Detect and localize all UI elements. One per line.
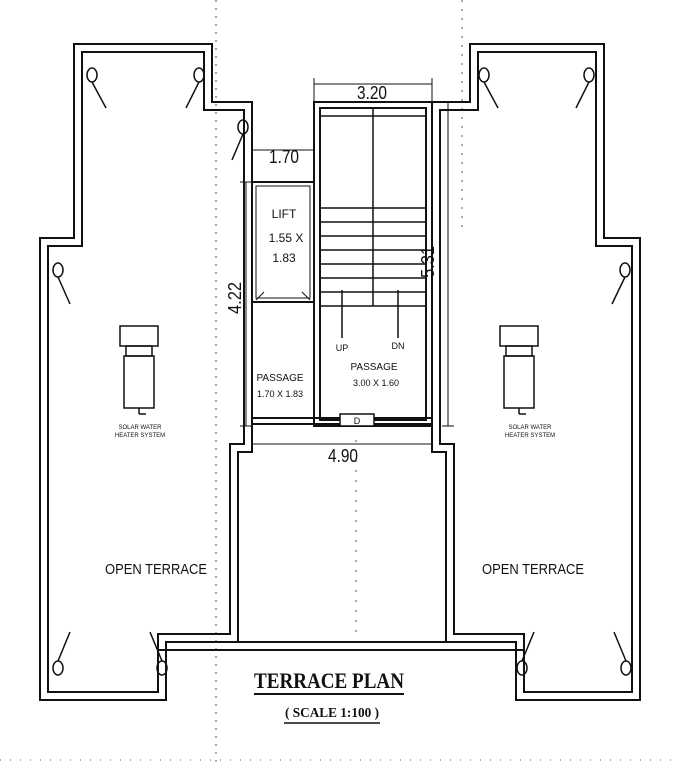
lift-size-line-2: 1.83 bbox=[272, 251, 296, 265]
bottom-band bbox=[158, 641, 524, 651]
drain-outlet-icon bbox=[516, 631, 535, 676]
left-solar-heater-icon bbox=[119, 325, 159, 415]
drain-outlet-icon bbox=[231, 119, 249, 161]
lift-label: LIFT bbox=[272, 207, 297, 221]
door bbox=[339, 413, 375, 427]
right-drain-outlets bbox=[478, 67, 632, 676]
drain-outlet-icon bbox=[611, 262, 631, 305]
stair-dn-label: DN bbox=[392, 341, 405, 351]
drain-outlet-icon bbox=[185, 67, 205, 109]
drain-outlet-icon bbox=[86, 67, 107, 109]
drain-outlet-icon bbox=[575, 67, 595, 109]
passage-right-label: PASSAGE bbox=[350, 362, 397, 373]
passage-right-size: 3.00 X 1.60 bbox=[353, 378, 399, 388]
dimension-lines bbox=[240, 78, 454, 450]
passage-left-label: PASSAGE bbox=[256, 373, 303, 384]
right-wing-walls bbox=[431, 43, 641, 701]
drain-outlet-icon bbox=[478, 67, 499, 109]
left-open-terrace-label: OPEN TERRACE bbox=[105, 561, 207, 578]
drain-outlet-icon bbox=[149, 631, 168, 676]
stair-treads bbox=[320, 108, 426, 338]
lift-height-dimension: 4.22 bbox=[225, 282, 245, 314]
core-width-dimension: 4.90 bbox=[328, 446, 358, 466]
right-solar-heater-icon bbox=[499, 325, 539, 415]
drain-outlet-icon bbox=[52, 262, 71, 305]
drain-outlet-icon bbox=[613, 631, 632, 676]
left-heater-label-2: HEATER SYSTEM bbox=[115, 433, 165, 439]
lift-gap-dimension: 1.70 bbox=[269, 147, 299, 167]
stair-width-dimension: 3.20 bbox=[357, 83, 387, 103]
stair-up-label: UP bbox=[336, 343, 349, 353]
drawing-title: TERRACE PLAN bbox=[254, 668, 404, 693]
passage-left-size: 1.70 X 1.83 bbox=[257, 389, 303, 399]
right-heater-label-1: SOLAR WATER bbox=[508, 425, 552, 431]
core-depth-dimension: 5.31 bbox=[418, 246, 438, 278]
drawing-scale: ( SCALE 1:100 ) bbox=[285, 706, 379, 721]
door-mark: D bbox=[354, 416, 361, 426]
right-heater-label-2: HEATER SYSTEM bbox=[505, 433, 555, 439]
lift-shaft bbox=[251, 181, 315, 303]
drain-outlet-icon bbox=[52, 631, 71, 676]
left-drain-outlets bbox=[52, 67, 249, 676]
lift-size-line-1: 1.55 X bbox=[269, 231, 304, 245]
left-wing-walls bbox=[39, 43, 253, 701]
left-heater-label-1: SOLAR WATER bbox=[118, 425, 162, 431]
right-open-terrace-label: OPEN TERRACE bbox=[482, 561, 584, 578]
